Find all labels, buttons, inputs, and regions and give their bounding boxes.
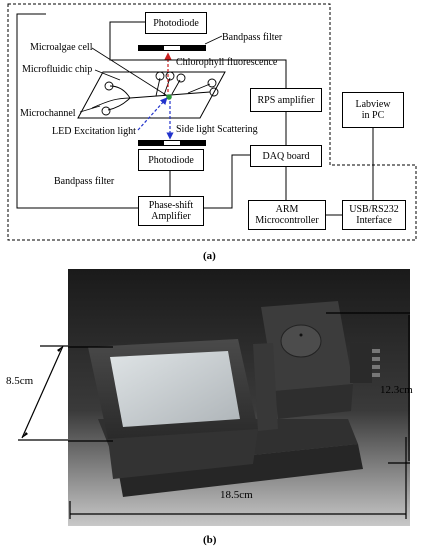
usb-interface-box: USB/RS232 Interface [342,200,406,230]
microfluidic-chip-outline [77,71,226,119]
labview-box: Labview in PC [342,92,404,128]
wiring [16,13,374,216]
system-dashed-border [7,3,417,241]
photodiode-top-box: Photodiode [145,12,207,34]
daq-board-box: DAQ board [250,145,322,167]
phase-shift-amplifier-box: Phase-shift Amplifier [138,196,204,226]
microchannel-label: Microchannel [20,108,76,119]
figure-b-caption: (b) [203,534,217,546]
arm-microcontroller-box: ARM Microcontroller [248,200,326,230]
phase-shift-amplifier-label: Phase-shift Amplifier [148,200,194,222]
device-screen [110,351,240,427]
bandpass-filter-top-label: Bandpass filter [222,32,283,43]
height-dimension-line [18,345,68,441]
device-illustration [68,269,410,526]
height-dimension-label: 8.5cm [6,375,34,387]
rps-amplifier-label: RPS amplifier [257,94,315,106]
rps-amplifier-box: RPS amplifier [250,88,322,112]
bandpass-filter-top [138,45,206,51]
excitation-arrow [137,97,168,131]
daq-board-label: DAQ board [262,150,310,162]
chlorophyll-fluorescence-label: Chlorophyll fluorescence [176,57,278,68]
schematic-connections [7,3,417,241]
bandpass-filter-bottom [138,140,206,146]
photodiode-top-label: Photodiode [153,17,199,29]
microchannel-pattern [91,71,219,116]
labview-label: Labview in PC [355,99,391,121]
microfluidic-chip-label: Microfluidic chip [22,64,93,75]
bandpass-filter-bottom-label: Bandpass filter [54,176,115,187]
width-dimension-label: 18.5cm [220,489,253,501]
arm-microcontroller-label: ARM Microcontroller [255,204,319,226]
device-photograph [68,269,410,526]
microalgae-cell-dot [166,94,172,100]
figure-a-caption: (a) [203,250,216,262]
side-light-scattering-label: Side light Scattering [176,124,258,135]
photodiode-bottom-label: Photodiode [148,154,194,166]
microalgae-cell-label: Microalgae cell [30,42,93,53]
led-excitation-label: LED Excitation light [52,126,136,137]
depth-dimension-label: 12.3cm [380,384,413,396]
leader-lines [79,35,223,113]
usb-interface-label: USB/RS232 Interface [349,204,399,226]
photodiode-bottom-box: Photodiode [138,149,204,171]
